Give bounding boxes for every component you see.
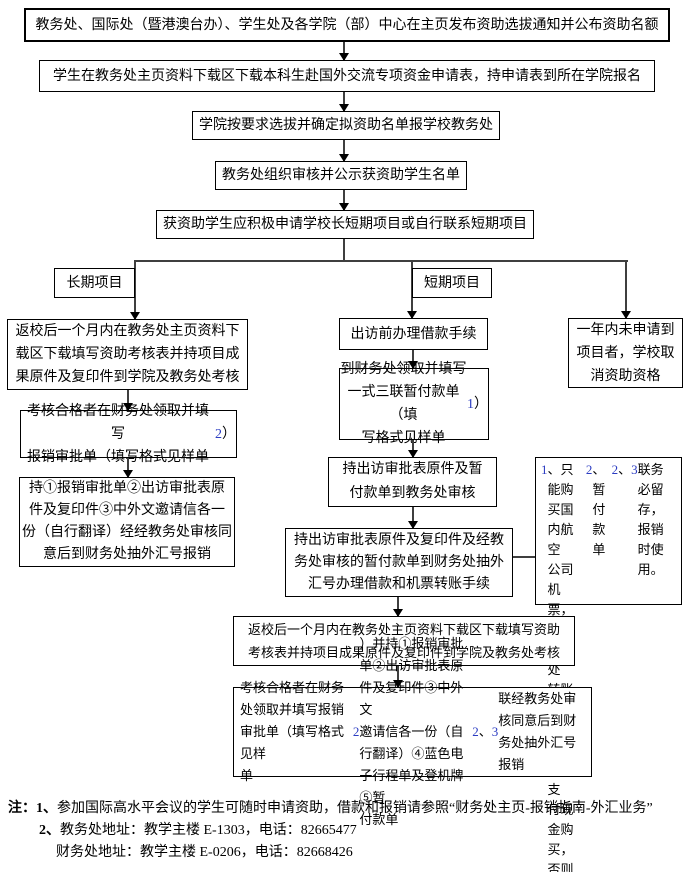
connector-branch-horizontal (135, 260, 628, 262)
flow-step-bottom-assess: 返校后一个月内在教务处主页资料下载区下载填写资助 考核表并持项目成果原件及复印件… (233, 616, 575, 666)
arrow-short4-assess (397, 597, 399, 616)
flow-step-no-apply-cancel: 一年内未申请到 项目者，学校取 消资助资格 (568, 318, 683, 388)
flow-step-short-transfer: 持出访审批表原件及复印件及经教 务处审核的暂付款单到财务处抽外 汇号办理借款和机… (285, 528, 513, 597)
connector-branch-left (134, 260, 136, 319)
arrow-assess-reimburse (397, 666, 399, 687)
arrow-select-review (343, 140, 345, 161)
flow-step-college-select: 学院按要求选拔并确定拟资助名单报学校教务处 (192, 111, 500, 140)
branch-label-short-term: 短期项目 (412, 268, 492, 298)
arrow-short-3-4 (412, 507, 414, 528)
arrow-announce-download (343, 42, 345, 60)
arrow-review-apply (343, 190, 345, 210)
connector-stem (343, 239, 345, 261)
arrow-short-1-2 (412, 350, 414, 368)
flow-step-long-assess: 返校后一个月内在教务处主页资料下 载区下载填写资助考核表并持项目成 果原件及复印… (7, 319, 248, 390)
arrow-download-select (343, 92, 345, 111)
flow-step-short-loan: 出访前办理借款手续 (339, 318, 488, 350)
connector-branch-right (625, 260, 627, 318)
footnote-3: 财务处地址：教学主楼 E-0206，电话：82668426 (56, 845, 353, 860)
connector-note (513, 556, 535, 558)
side-note-box: 1、只能购买国内航空 公司机票，并由财务处 转账支付，不能自行支 付现金购买，否… (535, 457, 682, 872)
arrow-long-1-2 (127, 390, 129, 410)
flow-step-announce: 教务处、国际处（暨港澳台办）、学生处及各学院（部）中心在主页发布资助选拔通知并公… (24, 8, 670, 42)
footnote-2: 2、教务处地址：教学主楼 E-1303，电话：82665477 (39, 823, 357, 838)
footnote-1: 注：1、参加国际高水平会议的学生可随时申请资助，借款和报销请参照“财务处主页-报… (8, 801, 653, 816)
flow-step-short-review: 持出访审批表原件及暂 付款单到教务处审核 (328, 457, 497, 507)
flow-step-download-form: 学生在教务处主页资料下载区下载本科生赴国外交流专项资金申请表，持申请表到所在学院… (39, 60, 655, 92)
flow-step-review-publish: 教务处组织审核并公示获资助学生名单 (215, 161, 467, 190)
arrow-short-2-3 (412, 440, 414, 457)
arrow-long-2-3 (127, 458, 129, 477)
flow-step-apply-projects: 获资助学生应积极申请学校长短期项目或自行联系短期项目 (156, 210, 534, 239)
branch-label-long-term: 长期项目 (54, 268, 135, 298)
flow-step-long-reimburse: 持①报销审批单②出访审批表原 件及复印件③中外文邀请信各一 份（自行翻译）经经教… (19, 477, 235, 567)
